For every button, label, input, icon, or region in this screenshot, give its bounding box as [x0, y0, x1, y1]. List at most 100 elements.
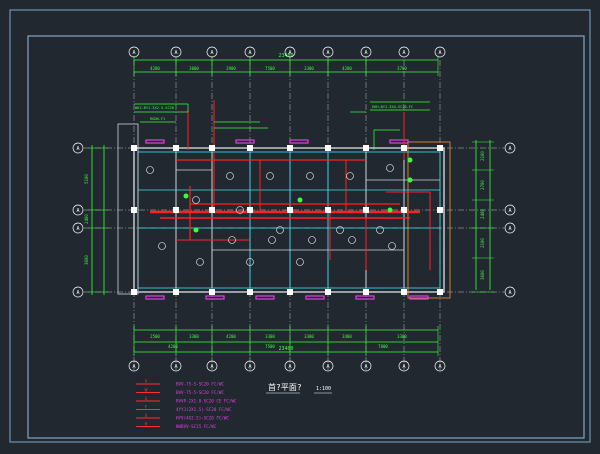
- column: [209, 207, 215, 213]
- top-dim-label: 3000: [189, 66, 199, 71]
- column: [363, 289, 369, 295]
- room-symbol: [346, 172, 354, 180]
- right-dim-label: 2100: [480, 151, 485, 161]
- room-symbol: [386, 164, 394, 172]
- room-symbol: [276, 226, 284, 234]
- axis-bubble: [128, 360, 140, 372]
- annotation-left-2: RGDN-F1: [150, 117, 165, 121]
- device-symbol: [407, 157, 413, 163]
- axis-bubble-label: A: [364, 50, 367, 56]
- room-symbol: [336, 226, 344, 234]
- legend-text: RVVP-2X1.0-SC20 CE FC/WC: [176, 399, 237, 404]
- axis-bubble: [170, 46, 182, 58]
- room-symbol: [192, 196, 200, 204]
- bottom-dim-label: 3300: [397, 334, 407, 339]
- right-dim-label: 3600: [480, 270, 485, 280]
- top-dim-label: 4200: [150, 66, 160, 71]
- axis-bubble-label: A: [248, 50, 251, 56]
- column: [173, 289, 179, 295]
- axis-bubble-label: A: [210, 364, 213, 370]
- device-symbol: [193, 227, 199, 233]
- device-symbol: [407, 177, 413, 183]
- axis-bubble: [398, 360, 410, 372]
- axis-bubble: [72, 286, 84, 298]
- axis-bubble: [170, 360, 182, 372]
- device-symbol: [297, 197, 303, 203]
- legend-text: 4YYJ(2X1.5)-SC20 FC/WC: [176, 407, 232, 412]
- axis-bubble-label: A: [210, 50, 213, 56]
- outer-frame: [9, 9, 591, 443]
- column: [363, 207, 369, 213]
- bottom-dim-label: 3300: [304, 334, 314, 339]
- column: [401, 207, 407, 213]
- axis-bubble: [504, 204, 516, 216]
- axis-bubble-label: A: [132, 50, 135, 56]
- structural-columns: [131, 145, 443, 295]
- axis-bubble: [322, 360, 334, 372]
- axis-bubble-label: A: [76, 290, 79, 296]
- axis-bubble-label: A: [508, 226, 511, 232]
- room-symbol: [228, 236, 236, 244]
- room-symbol: [308, 236, 316, 244]
- column: [287, 289, 293, 295]
- bottom-mid-dim-label: 7500: [265, 344, 275, 349]
- axis-bubble-label: A: [438, 50, 441, 56]
- room-symbol: [146, 166, 154, 174]
- axis-bubble-label: A: [76, 226, 79, 232]
- axis-bubble: [284, 46, 296, 58]
- axis-bubble: [284, 360, 296, 372]
- device-symbol: [183, 193, 189, 199]
- column: [173, 207, 179, 213]
- legend-text: NHBVV-SC15 FC/WC: [176, 424, 217, 429]
- axis-bubble-label: A: [174, 364, 177, 370]
- left-dim-label: 5100: [84, 174, 89, 184]
- axis-bubble-label: A: [326, 364, 329, 370]
- column: [209, 145, 215, 151]
- axis-bubble-label: A: [288, 50, 291, 56]
- axis-bubble: [72, 222, 84, 234]
- legend-code: X: [145, 413, 148, 419]
- column: [173, 145, 179, 151]
- column: [131, 289, 137, 295]
- column: [437, 289, 443, 295]
- legend-text: BVV-75-5-SC20 FC/WC: [176, 382, 224, 387]
- axis-bubble-label: A: [248, 364, 251, 370]
- column: [325, 207, 331, 213]
- column: [437, 145, 443, 151]
- axis-bubble-label: A: [288, 364, 291, 370]
- axis-bubble: [72, 204, 84, 216]
- legend-code: W: [145, 388, 148, 394]
- column: [437, 207, 443, 213]
- legend-code: F: [145, 405, 148, 411]
- axis-bubble-label: A: [174, 50, 177, 56]
- leader-lines: [134, 101, 430, 150]
- top-dim-label: 7500: [265, 66, 275, 71]
- axis-bubble: [206, 46, 218, 58]
- room-symbol: [296, 258, 304, 266]
- drawing-title: 首?平面?: [268, 382, 302, 392]
- column: [401, 289, 407, 295]
- bottom-dim-label: 3300: [265, 334, 275, 339]
- axis-bubble: [322, 46, 334, 58]
- room-symbol: [236, 206, 244, 214]
- room-symbols: [146, 157, 413, 266]
- bottom-dim-label: 3400: [342, 334, 352, 339]
- column: [287, 145, 293, 151]
- axis-bubble: [128, 46, 140, 58]
- column: [131, 145, 137, 151]
- axis-bubble-label: A: [508, 208, 511, 214]
- top-dim-label: 4200: [342, 66, 352, 71]
- column: [247, 207, 253, 213]
- room-symbol: [268, 236, 276, 244]
- left-dim-label: 3600: [84, 255, 89, 265]
- column: [363, 145, 369, 151]
- axis-bubble: [72, 142, 84, 154]
- axis-bubble-label: A: [438, 364, 441, 370]
